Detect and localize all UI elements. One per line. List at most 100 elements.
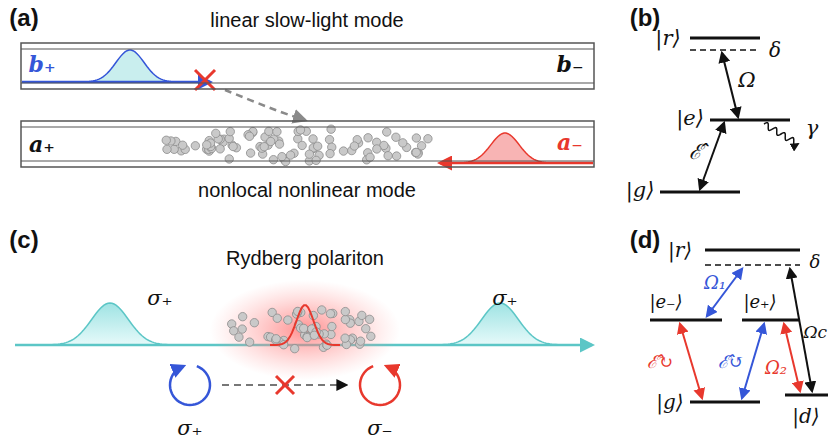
detuned-level: [690, 49, 760, 51]
atom: [392, 152, 400, 160]
atom: [325, 135, 333, 143]
atom: [229, 142, 237, 150]
atom: [326, 309, 334, 317]
rabi-label: Ω₂: [765, 359, 787, 377]
energy-level: [785, 394, 828, 397]
state-label: |g⟩: [656, 392, 683, 412]
atom: [269, 155, 277, 163]
waveguide-outline: [20, 42, 595, 90]
atom: [326, 149, 334, 157]
atom: [358, 311, 366, 319]
cross-mark: [195, 70, 215, 90]
coupling-arrow: [784, 324, 800, 391]
atom: [341, 315, 349, 323]
polariton-glow: [210, 280, 400, 380]
waveguide-core: [21, 126, 594, 127]
probe-arrow: [680, 324, 702, 398]
decay-label: γ: [806, 118, 819, 139]
energy-level: [710, 119, 790, 122]
panel-b-art: [660, 38, 798, 192]
atom: [312, 156, 320, 164]
atom: [235, 333, 243, 341]
state-label: |d⟩: [792, 406, 819, 426]
energy-level: [650, 319, 722, 322]
rabi-label: Ωc: [803, 324, 827, 341]
atom: [298, 141, 306, 149]
energy-level: [690, 401, 760, 404]
energy-level: [690, 37, 760, 40]
atom: [245, 132, 253, 140]
atom: [367, 332, 375, 340]
state-label: |e₊⟩: [743, 293, 776, 311]
atom: [238, 325, 246, 333]
atom: [366, 153, 374, 161]
atom: [412, 134, 420, 142]
polarization-label: σ₊: [177, 418, 202, 439]
panel-c-art: [15, 280, 592, 405]
atom: [356, 337, 364, 345]
atom: [399, 139, 407, 147]
state-label: |r⟩: [668, 240, 692, 260]
pulse: [40, 303, 180, 345]
waveguide: a₊a₋nonlocal nonlinear mode: [20, 120, 595, 168]
panel-title: Rydberg polariton: [226, 248, 384, 268]
atom: [309, 135, 317, 143]
detuning-label: δ: [769, 40, 781, 60]
waveguide-wall: [21, 121, 594, 167]
state-label: |e₋⟩: [649, 293, 682, 311]
atom: [265, 127, 273, 135]
atom: [273, 128, 281, 136]
atom: [216, 145, 224, 153]
atom: [327, 125, 335, 133]
atom: [424, 135, 432, 143]
atom: [250, 319, 258, 327]
panel-d-art: [650, 250, 828, 402]
pulse: [75, 50, 185, 82]
atom: [411, 148, 419, 156]
atom: [290, 344, 298, 352]
atom: [245, 338, 253, 346]
atom: [412, 148, 420, 156]
atom: [339, 147, 347, 155]
probe-arrow: [700, 123, 724, 189]
atom: [305, 150, 313, 158]
atom: [341, 334, 349, 342]
mode-title: linear slow-light mode: [210, 9, 403, 32]
atom: [273, 314, 281, 322]
atom: [383, 128, 391, 136]
atom: [328, 322, 336, 330]
atom: [313, 142, 321, 150]
polarization-symbol: [360, 366, 400, 405]
atom: [163, 145, 171, 153]
field-label: ℰ̂↻: [647, 353, 673, 371]
state-label: |e⟩: [676, 108, 704, 129]
propagation-arrow: [440, 162, 593, 165]
mode-operator: b₋: [557, 51, 584, 77]
field-label: ℰ̂: [689, 142, 702, 163]
detuned-level: [705, 264, 800, 266]
cross-mark: [195, 70, 215, 90]
waveguide-core: [21, 160, 594, 161]
dashed-transfer-arrow: [225, 90, 305, 120]
panel-label: (b): [630, 6, 661, 30]
polarization-symbol: [170, 366, 210, 405]
atom: [392, 133, 400, 141]
atom: [284, 316, 292, 324]
atom: [225, 155, 233, 163]
pulse: [430, 303, 570, 345]
atom: [178, 141, 186, 149]
atom: [246, 149, 254, 157]
atom: [373, 145, 381, 153]
atom: [364, 134, 372, 142]
atom: [362, 325, 370, 333]
mode-operator: a₋: [557, 129, 583, 155]
mode-operator: b₊: [29, 51, 56, 77]
atom: [191, 142, 199, 150]
atom: [286, 151, 294, 159]
polarization-label: σ₊: [492, 288, 517, 309]
mode-title: nonlocal nonlinear mode: [198, 179, 416, 202]
atom: [272, 335, 280, 343]
atom: [350, 142, 358, 150]
